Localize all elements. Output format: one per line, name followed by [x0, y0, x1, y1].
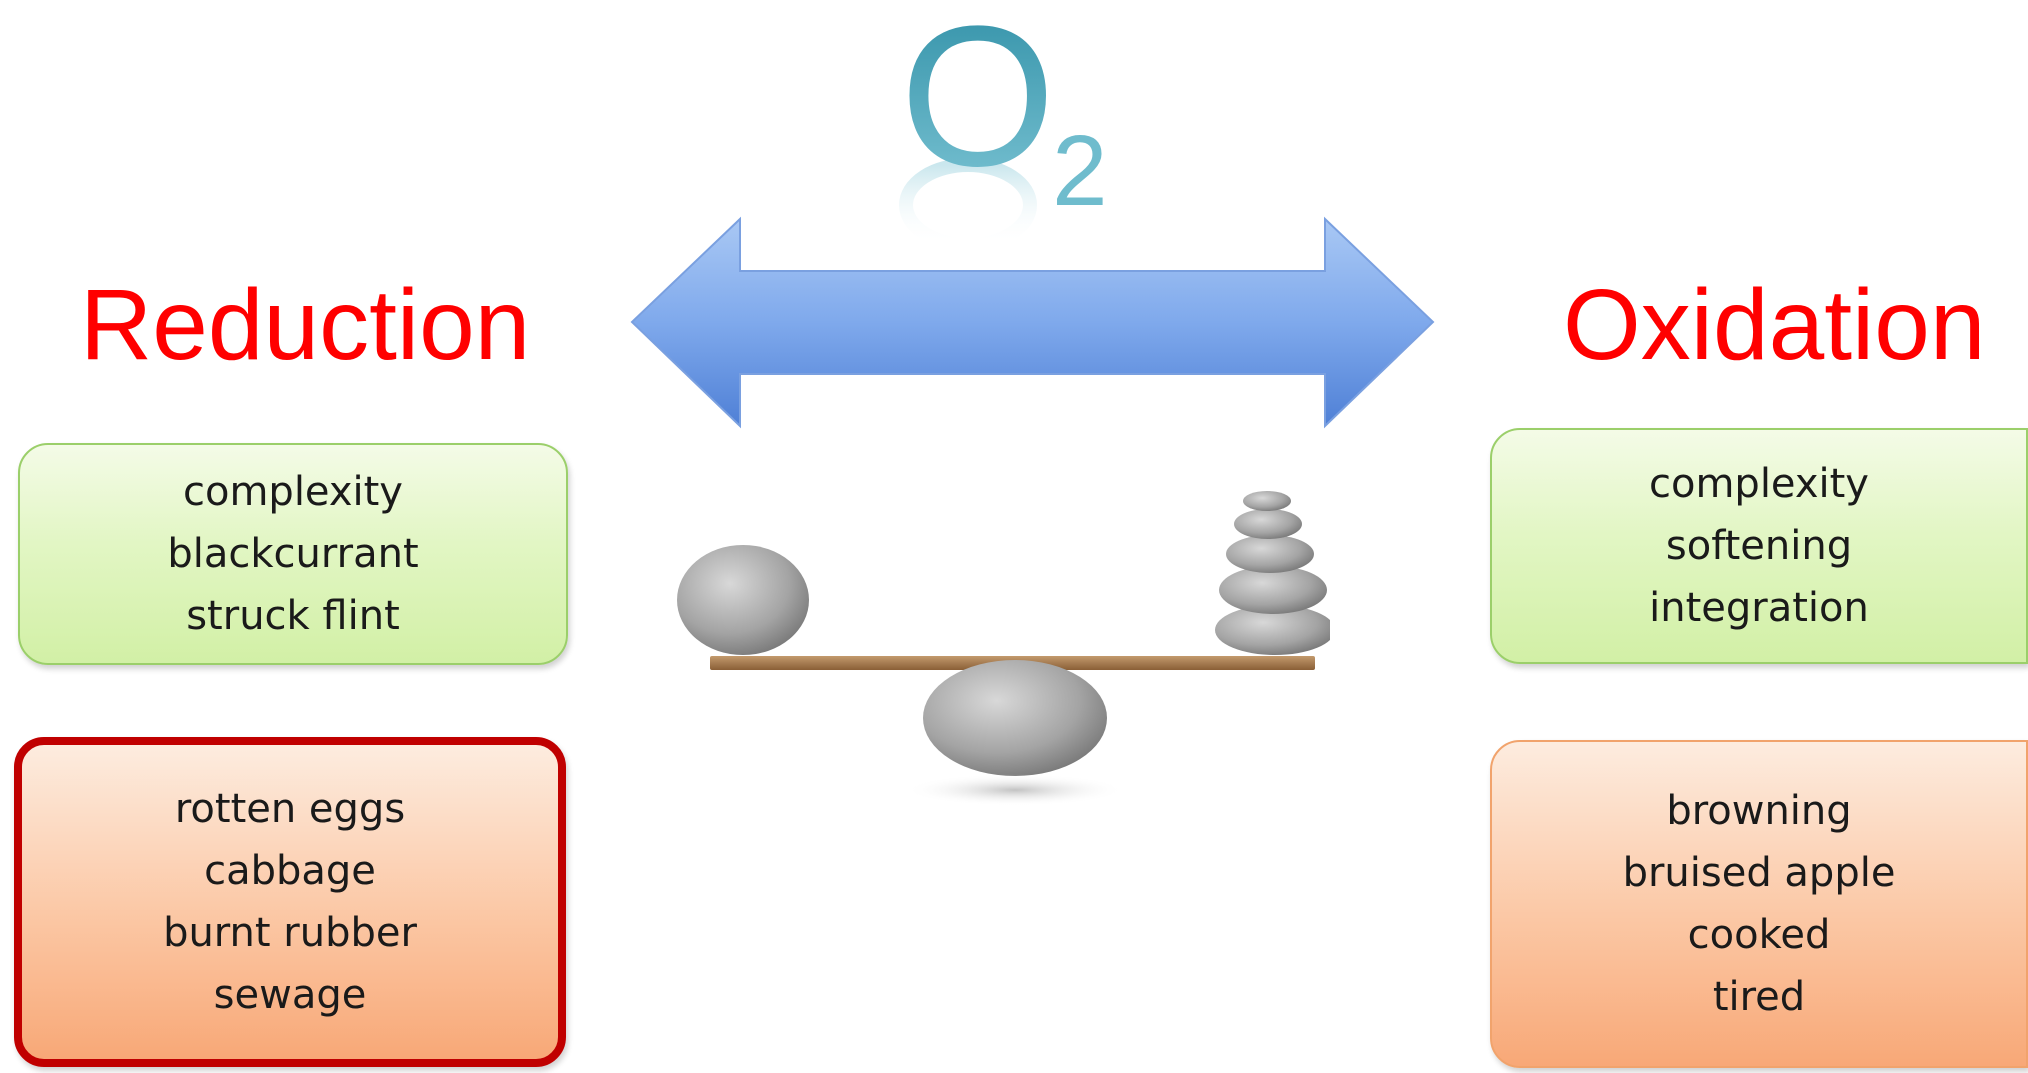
oxidation-heading: Oxidation	[1563, 269, 1986, 381]
list-item: complexity	[183, 469, 403, 515]
oxidation-negative-box: browning bruised apple cooked tired	[1490, 740, 2028, 1068]
list-item: rotten eggs	[174, 786, 406, 832]
list-item: sewage	[213, 972, 367, 1018]
oxidation-positive-box: complexity softening integration	[1490, 428, 2028, 664]
list-item: bruised apple	[1622, 850, 1896, 896]
list-item: burnt rubber	[163, 910, 417, 956]
o2-subscript: 2	[1052, 115, 1108, 227]
list-item: complexity	[1649, 461, 1869, 507]
o2-letter: O	[900, 0, 1056, 208]
stone-stack-4	[1234, 509, 1302, 539]
stone-stack-5	[1243, 491, 1291, 511]
reduction-negative-box: rotten eggs cabbage burnt rubber sewage	[14, 737, 566, 1067]
list-item: cabbage	[204, 848, 376, 894]
o2-symbol: O 2	[899, 0, 1108, 240]
stone-left	[677, 545, 809, 655]
stone-stack-2	[1219, 566, 1327, 614]
list-item: tired	[1712, 974, 1806, 1020]
list-item: softening	[1665, 523, 1853, 569]
list-item: browning	[1666, 788, 1852, 834]
stone-stack-3	[1226, 535, 1314, 573]
list-item: blackcurrant	[167, 531, 419, 577]
balance-stones-image	[677, 491, 1330, 806]
reduction-heading: Reduction	[80, 269, 531, 381]
list-item: cooked	[1687, 912, 1831, 958]
stone-fulcrum	[923, 660, 1107, 776]
reduction-positive-box: complexity blackcurrant struck flint	[18, 443, 568, 665]
list-item: integration	[1649, 585, 1869, 631]
list-item: struck flint	[186, 593, 400, 639]
double-arrow	[630, 216, 1435, 429]
stone-stack-1	[1215, 605, 1330, 655]
